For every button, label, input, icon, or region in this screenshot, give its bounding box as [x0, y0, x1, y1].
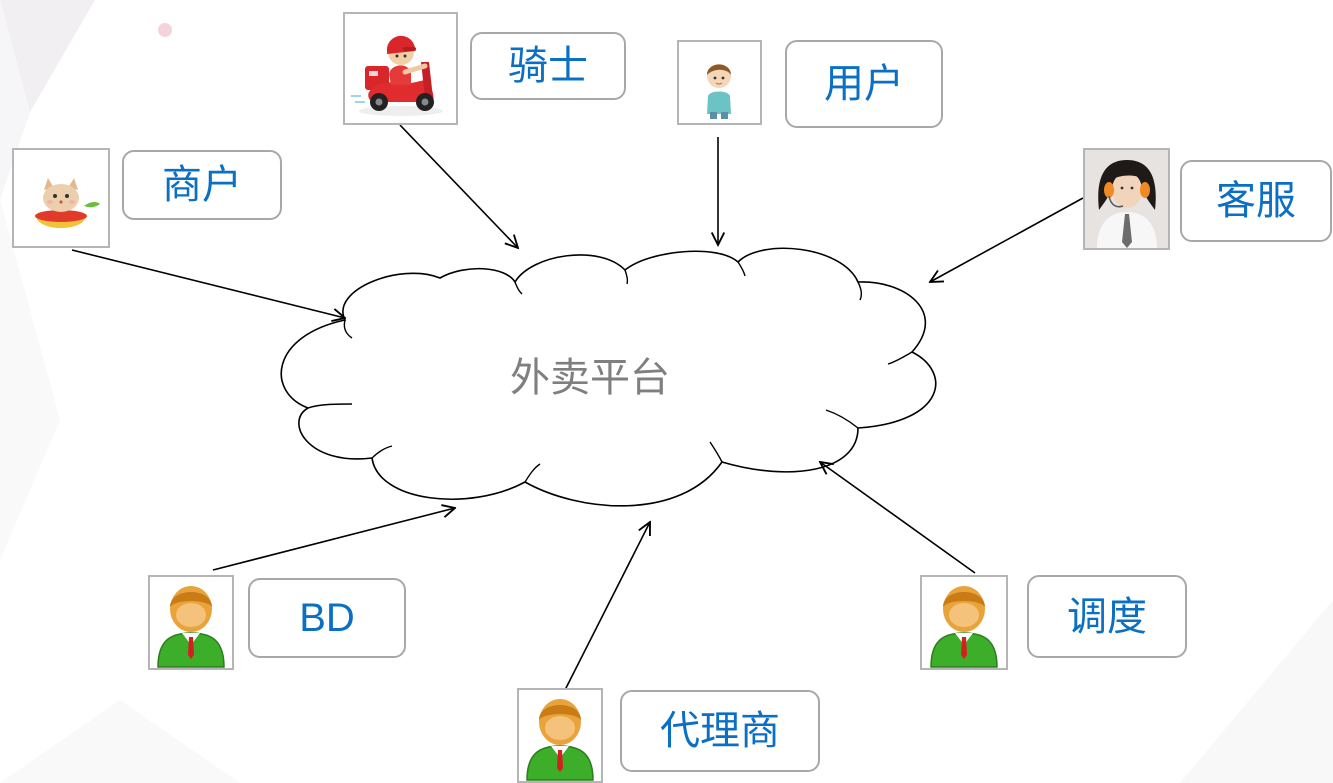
actor-label-text: 客服 [1216, 179, 1296, 223]
customer-service-headset-icon [1085, 150, 1168, 248]
avatar-rider [343, 12, 458, 125]
merchant-cat-chef-icon [35, 178, 100, 228]
rider-scooter-icon [351, 35, 443, 116]
arrow-rider-to-platform [399, 124, 518, 248]
avatar-agent [517, 688, 603, 783]
actor-label-text: 调度 [1067, 594, 1147, 639]
actor-label-dispatch: 调度 [1027, 575, 1187, 658]
avatar-customer-service [1083, 148, 1170, 250]
actor-label-text: 代理商 [660, 709, 780, 753]
arrow-merchant-to-platform [71, 249, 345, 318]
avatar-user [677, 40, 762, 125]
avatar-bd [148, 575, 234, 670]
arrow-dispatch-to-platform [820, 462, 976, 574]
platform-cloud [280, 247, 937, 507]
pink-dot-icon [158, 23, 172, 37]
actor-label-merchant: 商户 [122, 150, 282, 220]
actor-label-text: 用户 [824, 62, 904, 106]
avatar-merchant [12, 148, 110, 248]
actor-label-text: 商户 [162, 163, 242, 207]
businessman-green-icon [157, 586, 225, 668]
cloud-inner-folds [307, 261, 913, 483]
businessman-green-icon [526, 699, 594, 781]
actor-label-text: 骑士 [508, 44, 588, 88]
arrow-bd-to-platform [212, 508, 455, 571]
businessman-green-icon [930, 586, 998, 668]
actor-label-text: BD [299, 596, 355, 640]
actor-label-customer-service: 客服 [1180, 160, 1332, 242]
actor-label-agent: 代理商 [620, 690, 820, 772]
platform-label: 外卖平台 [510, 356, 670, 400]
avatar-dispatch [920, 575, 1008, 670]
user-boy-icon [707, 64, 731, 119]
arrow-agent-to-platform [564, 522, 650, 691]
actor-label-bd: BD [248, 578, 406, 658]
arrow-cs-to-platform [930, 197, 1084, 282]
actor-label-rider: 骑士 [470, 32, 626, 100]
actor-label-user: 用户 [785, 40, 943, 128]
